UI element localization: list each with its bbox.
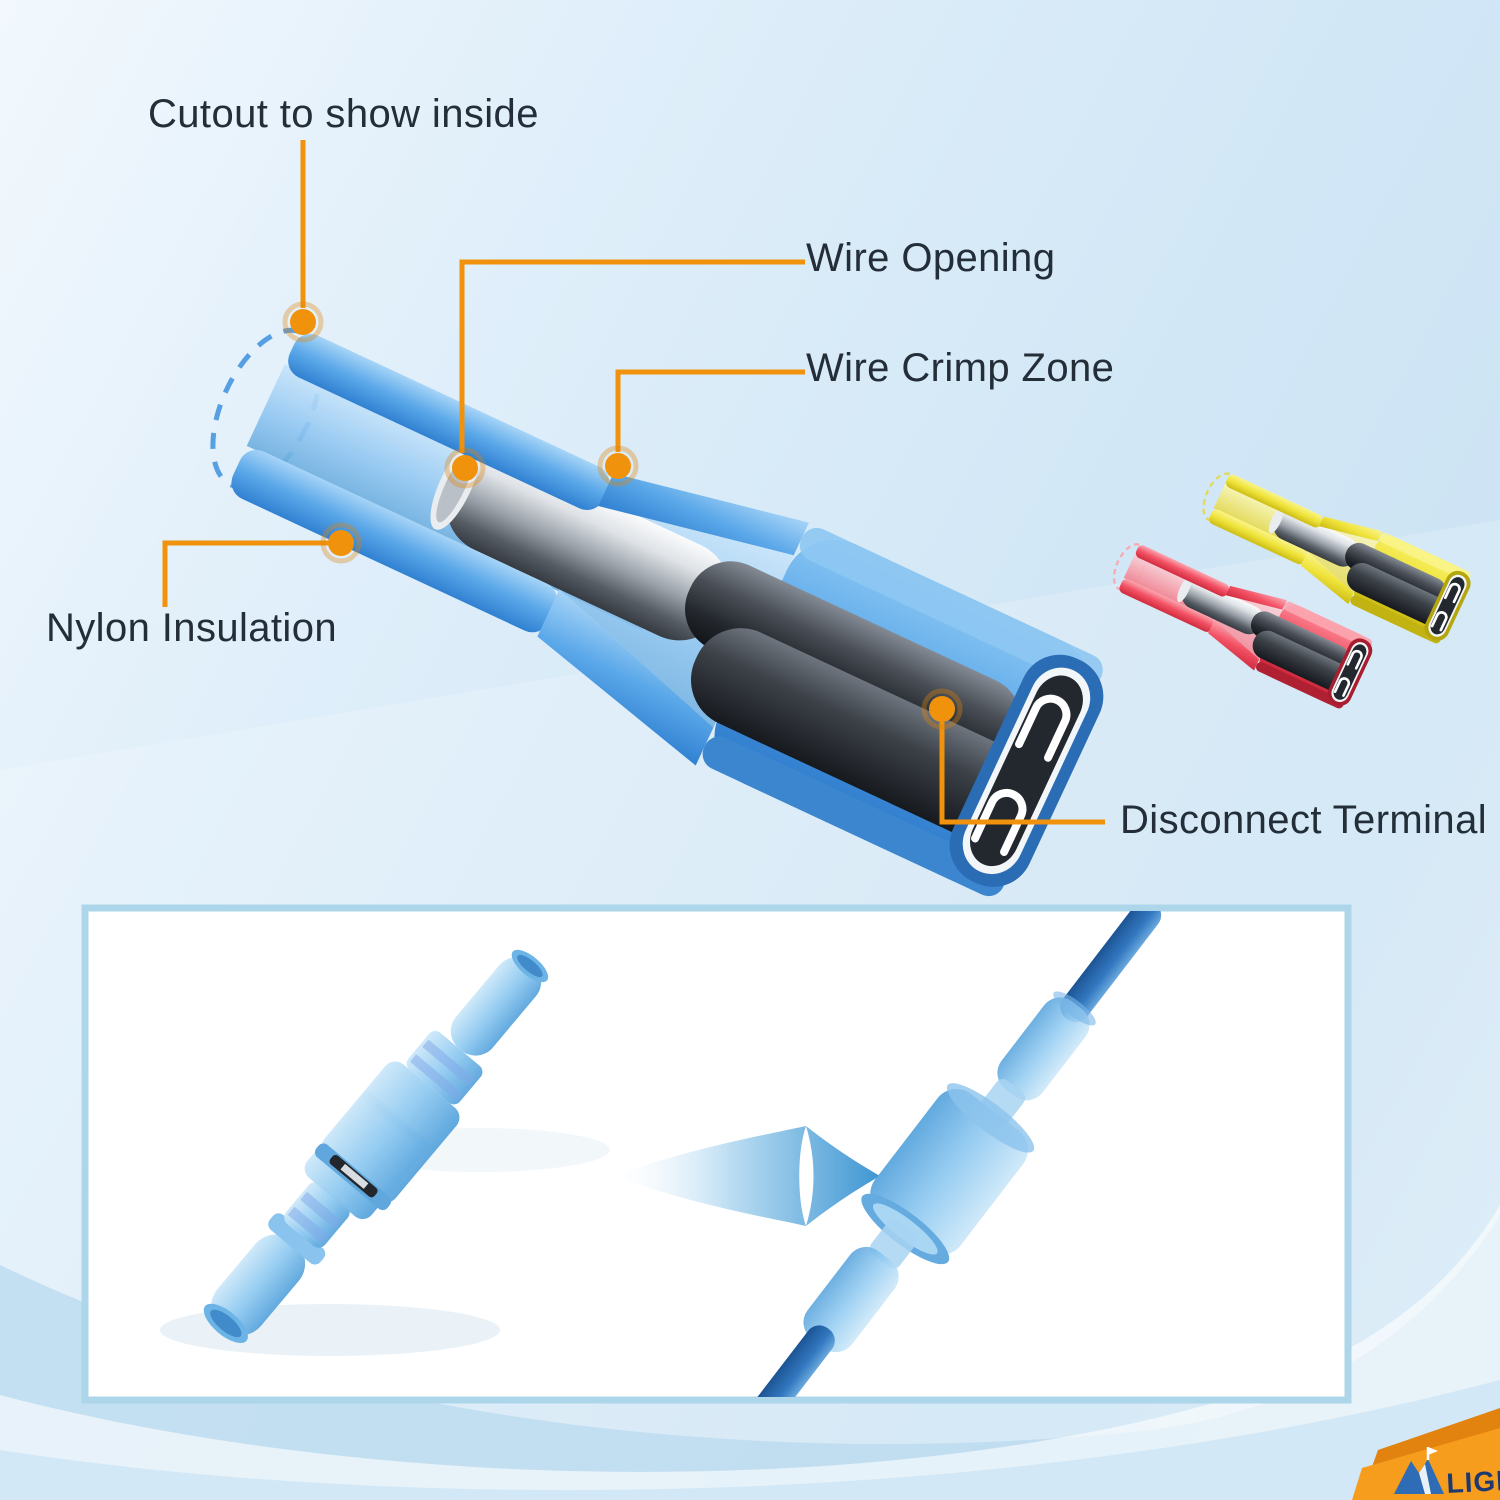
- callout-dots: [282, 301, 963, 730]
- housing-top-wall: [288, 333, 610, 511]
- callout-line-wire-opening: [459, 259, 805, 453]
- callout-line-disconnect-terminal: [939, 722, 1105, 825]
- callouts: [162, 140, 1105, 825]
- metal-wire-sleeve: [446, 454, 730, 641]
- label-nylon-insulation: Nylon Insulation: [46, 606, 338, 650]
- label-wire-crimp-zone: Wire Crimp Zone: [806, 346, 1115, 390]
- male-terminal: [314, 949, 549, 1211]
- callout-line-nylon-insulation: [162, 540, 330, 607]
- terminal-metal-barrel-2: [690, 628, 1038, 844]
- callout-line-wire-crimp-zone: [615, 369, 805, 452]
- connected-wire-assembly: [724, 911, 1162, 1397]
- variant-connector-yellow: [1202, 472, 1471, 644]
- nilight-logo: LIGHT: [1352, 1408, 1500, 1500]
- connect-arrow-icon: [612, 1126, 880, 1226]
- callout-dot-icon: [282, 301, 324, 343]
- nilight-wordmark: LIGHT: [1446, 1463, 1500, 1499]
- callout-dot-icon: [597, 445, 639, 487]
- callout-dot-icon: [320, 522, 362, 564]
- label-wire-opening: Wire Opening: [806, 236, 1056, 280]
- callout-dot-icon: [921, 688, 963, 730]
- terminal-face-opening: [970, 675, 1083, 867]
- label-cutout: Cutout to show inside: [148, 92, 539, 136]
- nilight-n-icon: [1394, 1447, 1444, 1494]
- housing-bottom-wall: [231, 449, 558, 633]
- variant-connector-red: [1112, 543, 1373, 709]
- callout-dot-icon: [444, 447, 486, 489]
- label-disconnect-terminal: Disconnect Terminal: [1120, 798, 1488, 842]
